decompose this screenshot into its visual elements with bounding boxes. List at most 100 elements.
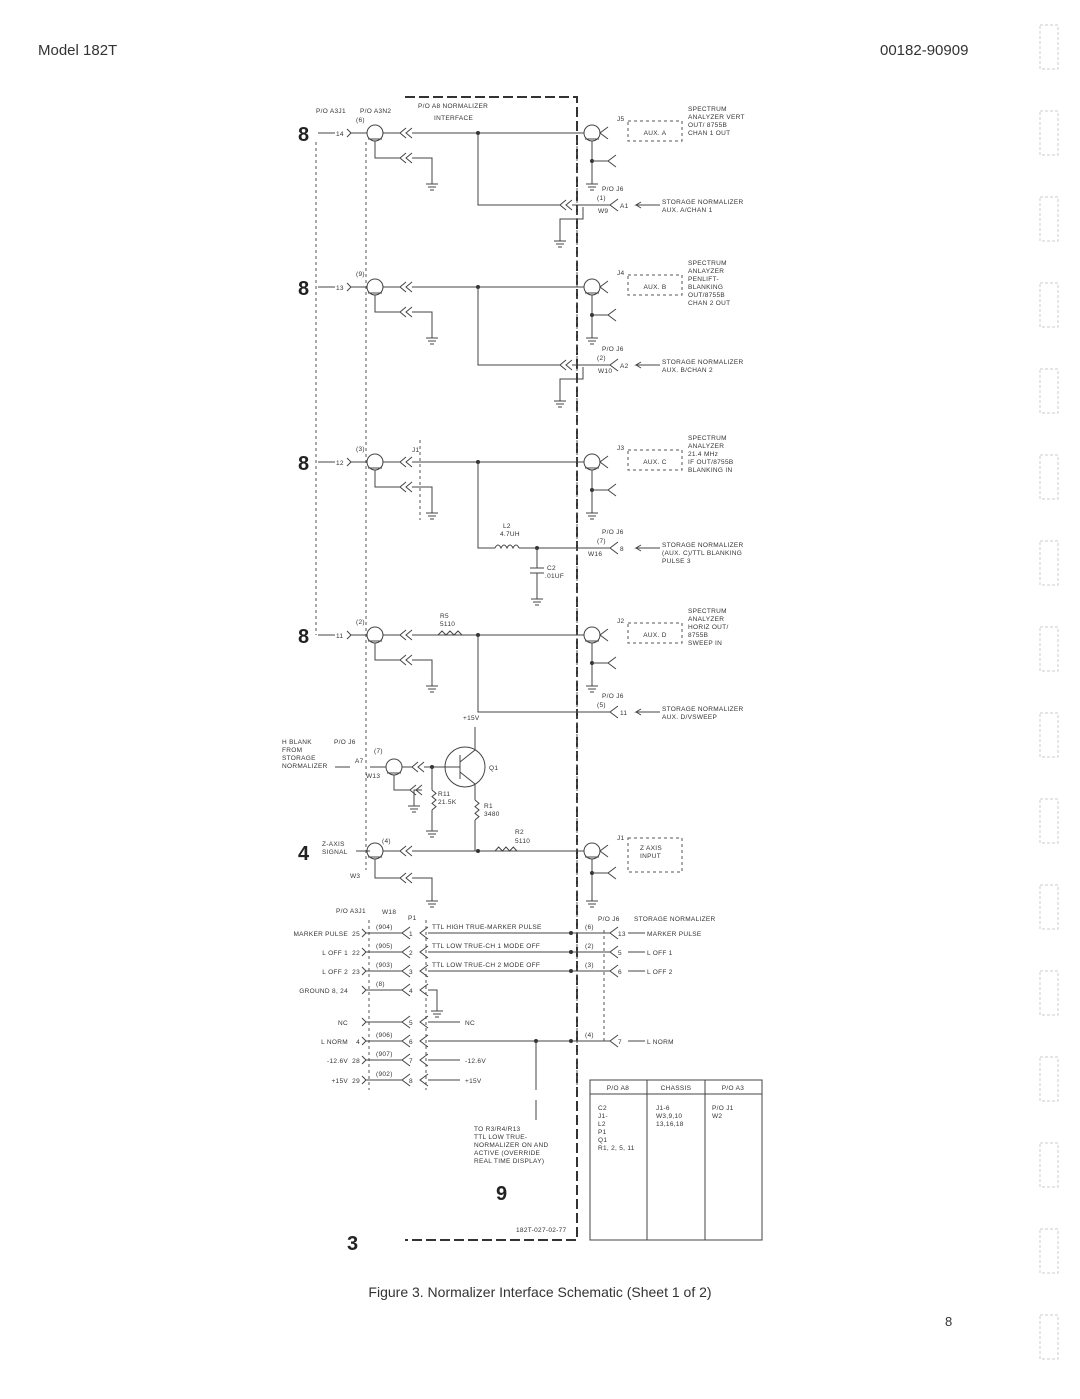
jack-connector-icon (401, 1015, 411, 1029)
ground-icon (426, 507, 438, 520)
jack-connector-icon (609, 964, 619, 978)
ground-icon (426, 825, 438, 838)
storage-normalizer-label: STORAGE NORMALIZER (662, 359, 744, 366)
aux-description: 8755B (688, 632, 708, 639)
plug-connector-icon (399, 456, 413, 468)
storage-normalizer-label: (AUX. C)/TTL BLANKING (662, 550, 742, 557)
connector-icon (361, 966, 367, 976)
conn-wire-number: (902) (376, 1071, 393, 1078)
override-note: TO R3/R4/R13 (474, 1126, 521, 1133)
ground-icon (586, 895, 598, 908)
conn-right-signal: L OFF 2 (647, 969, 673, 976)
override-note: ACTIVE (OVERRIDE (474, 1150, 541, 1157)
hblank-pin: A7 (355, 758, 364, 765)
jack-connector-icon (609, 926, 619, 940)
binder-hole-mark (1039, 1314, 1059, 1360)
conn-right-signal: MARKER PULSE (647, 931, 702, 938)
resistor-icon (431, 789, 437, 811)
zaxis-wire-number: (4) (382, 838, 391, 845)
wire (559, 367, 584, 395)
resistor-icon (494, 846, 518, 852)
binder-hole-mark (1039, 1056, 1059, 1102)
aux-jack-ref: J2 (617, 618, 625, 625)
r5-value: 5110 (440, 621, 455, 628)
a3j1-pin: 11 (336, 633, 343, 640)
r11-ref: R11 (438, 791, 450, 798)
conn-a3j1: P/O A3J1 (336, 908, 366, 915)
conn-right-wire: (3) (585, 962, 594, 969)
r2-ref: R2 (515, 829, 524, 836)
conn-right-wire: (6) (585, 924, 594, 931)
binder-hole-mark (1039, 454, 1059, 500)
wire (374, 295, 400, 313)
storage-normalizer-label: PULSE 3 (662, 558, 691, 565)
table-cell: R1, 2, 5, 11 (598, 1145, 635, 1152)
jack-connector-icon (401, 926, 411, 940)
aux-description: ANALYZER VERT (688, 114, 745, 121)
p1-pin: 6 (409, 1039, 413, 1046)
conn-right-signal: L NORM (647, 1039, 674, 1046)
p1-pin: 1 (409, 931, 413, 938)
connector-icon (361, 1036, 367, 1046)
coax-connector-icon (385, 758, 403, 776)
jack-connector-icon (599, 126, 609, 140)
arrow-icon (634, 361, 660, 369)
conn-wire-number: (906) (376, 1032, 393, 1039)
header-j1: J1 (412, 447, 420, 454)
a3j1-pin: 12 (336, 460, 344, 467)
zaxis-label: Z-AXIS (322, 841, 345, 848)
arrow-icon (634, 201, 660, 209)
junction-dot (569, 950, 573, 954)
conn-mid-label: +15V (465, 1078, 482, 1085)
coax-connector-icon (583, 453, 601, 471)
figure-caption: Figure 3. Normalizer Interface Schematic… (368, 1284, 712, 1300)
jack-connector-icon (419, 983, 429, 997)
wire (413, 789, 422, 800)
aux-box (627, 274, 683, 296)
table-grid (590, 1080, 762, 1240)
jack-connector-icon (599, 844, 609, 858)
ground-icon (554, 235, 566, 248)
w-wire-label: W10 (598, 368, 612, 375)
aux-label: AUX. D (643, 632, 666, 639)
jack-connector-icon (607, 656, 617, 670)
wire-number: (6) (356, 117, 365, 124)
zaxis-w: W3 (350, 873, 360, 880)
jack-connector-icon (609, 198, 619, 212)
plug-connector-icon (399, 152, 413, 164)
jack-connector-icon (401, 945, 411, 959)
page-ref-label: 8 (298, 626, 309, 648)
connector-icon (361, 1055, 367, 1065)
parts-table (589, 1079, 763, 1241)
document-number: 00182-90909 (880, 42, 969, 59)
po-j6-label: P/O J6 (602, 529, 624, 536)
jack-connector-icon (599, 628, 609, 642)
j6-pin: 8 (620, 546, 624, 553)
ground-icon (586, 680, 598, 693)
storage-normalizer-label: AUX. D/VSWEEP (662, 714, 717, 721)
hblank-label: H BLANK (282, 739, 312, 746)
conn-left-signal: NC (338, 1020, 348, 1027)
ground-icon (426, 332, 438, 345)
storage-normalizer-label: STORAGE NORMALIZER (662, 706, 744, 713)
conn-right-pin: 5 (618, 950, 622, 957)
l2-ref: L2 (503, 523, 511, 530)
hblank-label: STORAGE (282, 755, 316, 762)
ground-icon (431, 1005, 443, 1018)
wire (477, 635, 610, 713)
ground-icon (586, 332, 598, 345)
jack-connector-icon (419, 1053, 429, 1067)
jack-connector-icon (419, 945, 429, 959)
conn-storage: STORAGE NORMALIZER (634, 916, 716, 923)
jack-connector-icon (599, 455, 609, 469)
junction-dot (569, 931, 573, 935)
aux-description: ANALYZER (688, 616, 724, 623)
conn-left-pin: 28 (352, 1058, 360, 1065)
junction-dot (476, 849, 480, 853)
conn-wire-number: (905) (376, 943, 393, 950)
binder-hole-mark (1039, 282, 1059, 328)
connector-icon (346, 128, 352, 138)
conn-left-signal: -12.6V (327, 1058, 348, 1065)
jack-connector-icon (401, 983, 411, 997)
conn-left-signal: L NORM (321, 1039, 348, 1046)
